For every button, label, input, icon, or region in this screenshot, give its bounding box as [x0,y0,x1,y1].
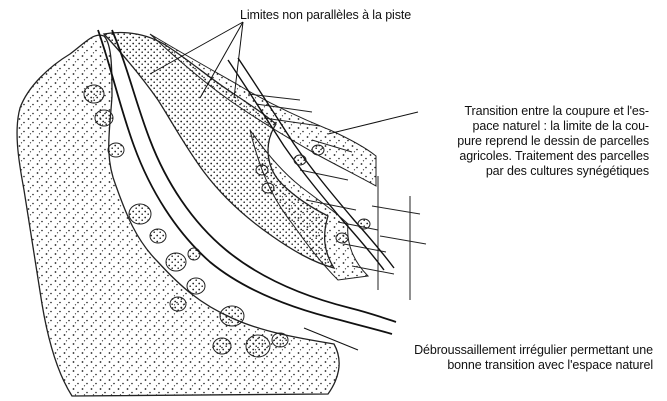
annotation-line: par des cultures synégétiques [399,164,649,179]
annotation-line: Débroussaillement irrégulier permettant … [333,343,653,358]
annotation-debroussaillement: Débroussaillement irrégulier permettant … [333,343,653,373]
annotation-line: pace naturel : la limite de la cou- [399,119,649,134]
annotation-line: agricoles. Traitement des parcelles [399,149,649,164]
annotation-line: pure reprend le dessin de parcelles [399,134,649,149]
annotation-line: Transition entre la coupure et l'es- [399,104,649,119]
annotation-line: bonne transition avec l'espace naturel [333,358,653,373]
annotation-transition: Transition entre la coupure et l'es- pac… [399,104,649,179]
annotation-limits: Limites non parallèles à la piste [240,8,411,23]
